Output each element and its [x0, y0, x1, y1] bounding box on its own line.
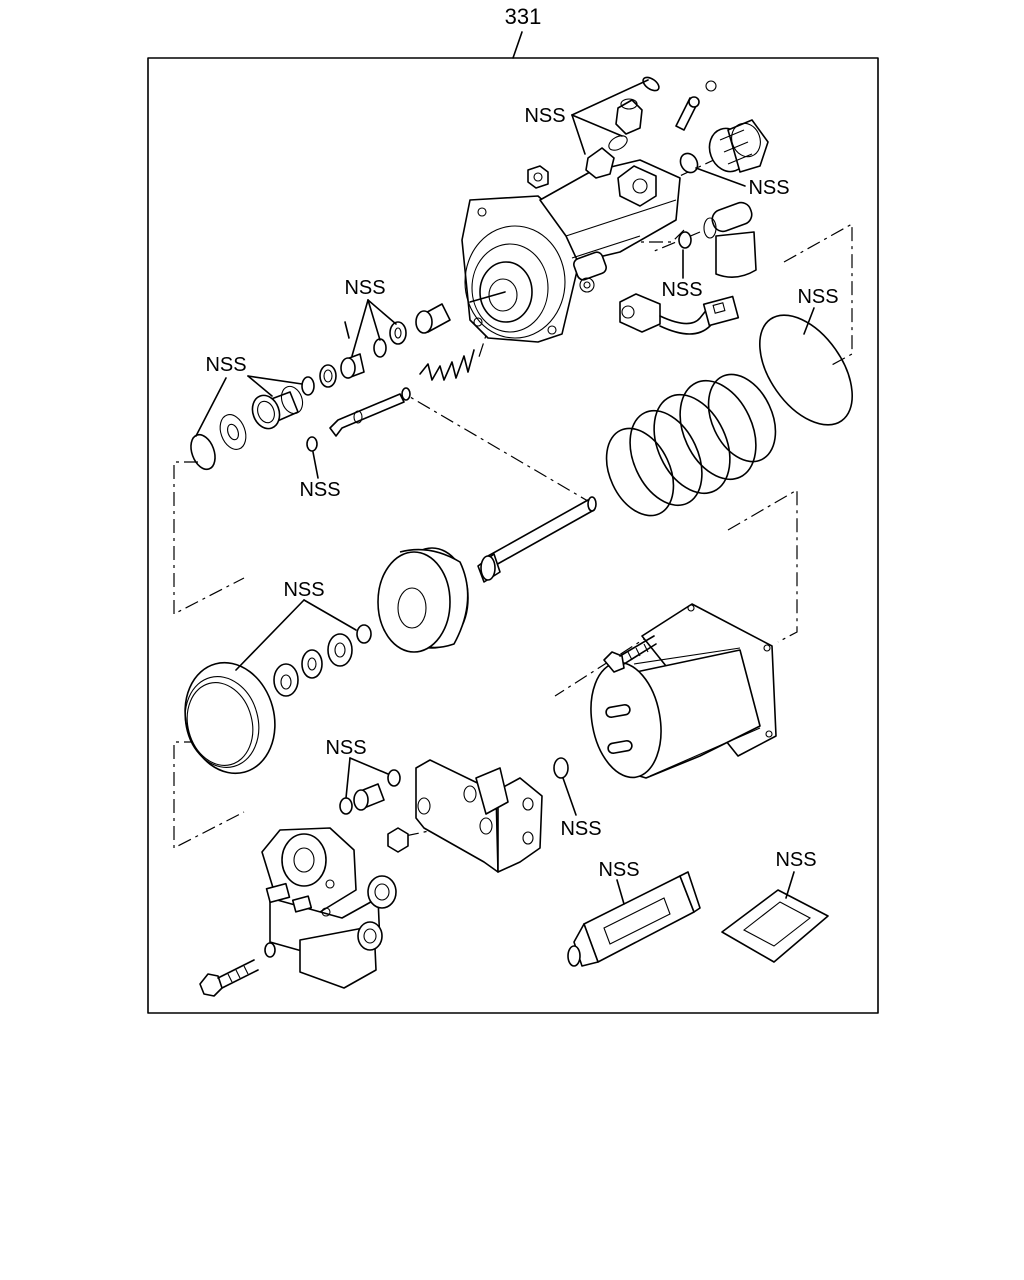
- grease-tube: [567, 871, 701, 967]
- nss-label-4: NSS: [797, 286, 838, 308]
- nss-label-2: NSS: [748, 177, 789, 199]
- fitting-group: [585, 76, 717, 207]
- modulator-bolt: [199, 942, 276, 997]
- nss-leader-8: [235, 599, 357, 671]
- return-spring-small: [419, 349, 475, 381]
- bolt-rear: [603, 635, 657, 673]
- retainer-parts: [301, 303, 451, 396]
- bracket-o-ring: [553, 757, 569, 779]
- big-seal: [184, 661, 276, 775]
- diaphragm-spring: [605, 373, 777, 517]
- nss-leader-9: [345, 757, 389, 799]
- snap-ring-left: [190, 414, 247, 471]
- nss-label-6: NSS: [205, 354, 246, 376]
- nss-leader-11: [616, 879, 625, 905]
- reference-number: 331: [505, 4, 542, 29]
- shell-nut: [527, 165, 549, 189]
- nss-leader-12: [785, 871, 795, 899]
- nss-label-8: NSS: [283, 579, 324, 601]
- large-o-ring: [759, 314, 853, 426]
- nss-label-7: NSS: [299, 479, 340, 501]
- nss-leader-1: [571, 79, 649, 155]
- washer-stack: [273, 624, 372, 697]
- modulator-valve: [261, 827, 397, 989]
- nss-label-11: NSS: [598, 859, 639, 881]
- mounting-bracket: [415, 759, 543, 873]
- nss-leader-4: [803, 307, 815, 335]
- nss-label-1: NSS: [524, 105, 565, 127]
- elbow-fitting: [678, 201, 757, 278]
- nss-label-5: NSS: [344, 277, 385, 299]
- bushing: [251, 385, 304, 430]
- reference-leader: [512, 31, 523, 59]
- bracket-nut: [387, 827, 409, 853]
- nss-label-3: NSS: [661, 279, 702, 301]
- piston-disc: [377, 547, 469, 653]
- nss-label-9: NSS: [325, 737, 366, 759]
- nss-label-10: NSS: [560, 818, 601, 840]
- nss-leader-10: [562, 777, 577, 816]
- diagram-frame: [147, 57, 879, 1014]
- nss-leader-6: [195, 375, 303, 437]
- booster-rear-shell: [590, 603, 777, 779]
- valve-insert: [339, 769, 401, 815]
- small-clip: [306, 436, 318, 452]
- check-valve: [679, 119, 769, 174]
- piston-shaft: [477, 496, 597, 583]
- nss-leader-5: [351, 299, 397, 357]
- nss-leader-2: [695, 167, 746, 187]
- gasket-sheet: [721, 889, 829, 963]
- nss-leader-7: [312, 451, 319, 479]
- push-rod: [329, 387, 411, 437]
- pressure-sensor: [619, 293, 740, 335]
- nss-label-12: NSS: [775, 849, 816, 871]
